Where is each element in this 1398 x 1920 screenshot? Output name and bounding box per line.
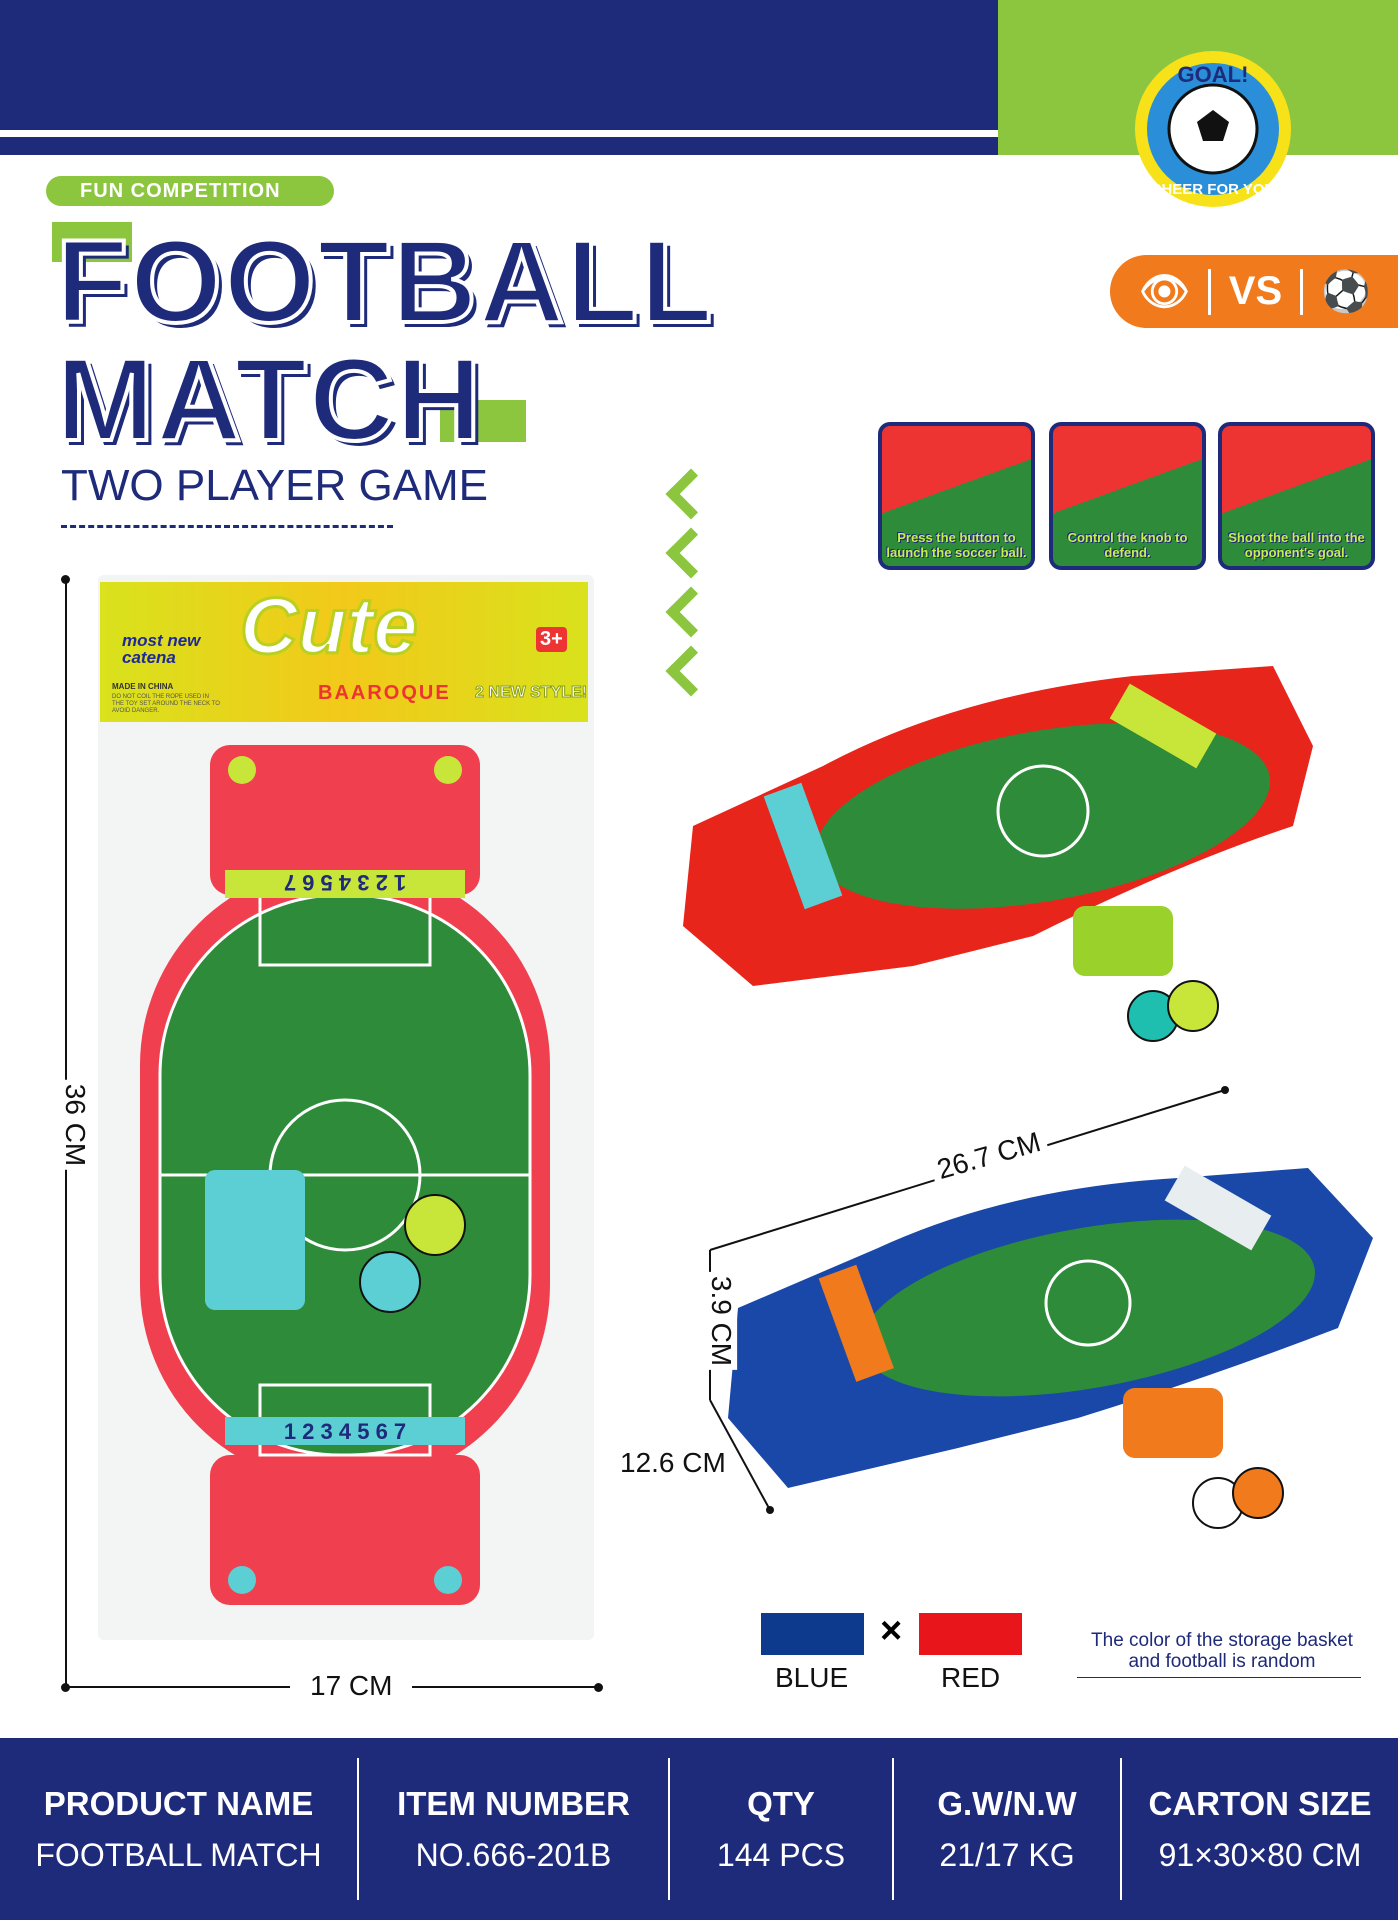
package-header: most new catena Cute BAAROQUE 2 NEW STYL… — [100, 582, 588, 722]
spec-label: ITEM NUMBER — [397, 1784, 630, 1822]
scoreboard-top: 1 2 3 4 5 6 7 — [284, 870, 406, 895]
step-caption: Press the button to launch the soccer ba… — [886, 530, 1027, 560]
blue-game-product — [728, 1165, 1373, 1529]
title-football: FOOTBALL — [54, 216, 715, 348]
eye-icon: 👁 — [1139, 270, 1190, 314]
width-label: 12.6 CM — [620, 1447, 726, 1478]
title-accent — [52, 222, 132, 262]
color-label-blue: BLUE — [775, 1662, 849, 1693]
divider — [892, 1758, 894, 1900]
game-board-top-view: 1 2 3 4 5 6 7 1 2 3 4 5 6 7 — [140, 745, 550, 1605]
color-swatch-blue — [761, 1613, 864, 1655]
chevron-down-icon — [665, 586, 717, 638]
spec-bar: PRODUCT NAME FOOTBALL MATCH ITEM NUMBER NO… — [0, 1738, 1398, 1920]
chevron-down-icon — [665, 527, 717, 579]
spec-value: FOOTBALL MATCH — [35, 1836, 322, 1873]
age-badge: 3+ — [536, 627, 567, 652]
spec-value: 91×30×80 CM — [1158, 1836, 1362, 1873]
note-underline — [1077, 1677, 1361, 1678]
brand-logo: GOAL! CHEER FOR YOU — [1135, 51, 1291, 207]
fun-competition-badge: FUN COMPETITION — [46, 176, 334, 206]
dashed-divider — [61, 525, 393, 528]
divider — [1120, 1758, 1122, 1900]
spec-weight: G.W/N.W 21/17 KG — [894, 1758, 1120, 1900]
package-brand: BAAROQUE — [318, 682, 451, 704]
spec-carton-size: CARTON SIZE 91×30×80 CM — [1122, 1758, 1398, 1900]
dimension-dot — [61, 575, 70, 584]
color-swatch-red — [919, 1613, 1022, 1655]
step-caption: Shoot the ball into the opponent's goal. — [1228, 530, 1365, 560]
spec-label: PRODUCT NAME — [43, 1784, 314, 1822]
package-tagline: most new catena — [122, 631, 201, 667]
spec-label: G.W/N.W — [937, 1784, 1077, 1822]
spec-qty: QTY 144 PCS — [670, 1758, 892, 1900]
color-separator: × — [880, 1610, 903, 1652]
vs-icon: VS — [1228, 269, 1283, 313]
feature-pill: 👁 VS ⚽ — [1110, 255, 1398, 328]
divider — [668, 1758, 670, 1900]
svg-text:GOAL!: GOAL! — [1178, 62, 1249, 87]
spec-label: QTY — [747, 1784, 815, 1822]
color-note: The color of the storage basket and foot… — [1091, 1630, 1353, 1672]
step-card: Shoot the ball into the opponent's goal. — [1218, 422, 1375, 570]
step-card: Control the knob to defend. — [1049, 422, 1206, 570]
subtitle: TWO PLAYER GAME — [61, 461, 489, 510]
separator — [1207, 268, 1211, 315]
spec-item-number: ITEM NUMBER NO.666-201B — [359, 1758, 668, 1900]
package-logo: Cute — [239, 581, 420, 670]
title-accent — [440, 400, 526, 442]
svg-text:CHEER FOR YOU: CHEER FOR YOU — [1151, 181, 1276, 198]
chevron-down-icon — [665, 468, 717, 520]
package-height-label: 36 CM — [55, 1079, 96, 1171]
divider — [357, 1758, 359, 1900]
title-match: MATCH — [54, 334, 484, 466]
package-width-label: 17 CM — [290, 1670, 413, 1702]
warning-text: DO NOT COIL THE ROPE USED IN THE TOY SET… — [112, 694, 220, 714]
dimension-dot — [594, 1683, 603, 1692]
spec-product-name: PRODUCT NAME FOOTBALL MATCH — [0, 1758, 357, 1900]
red-game-product — [683, 666, 1313, 1042]
separator — [1300, 268, 1304, 315]
step-caption: Control the knob to defend. — [1067, 530, 1188, 560]
spec-value: 144 PCS — [716, 1836, 846, 1873]
spec-label: CARTON SIZE — [1148, 1784, 1372, 1822]
soccer-ball-icon: ⚽ — [1321, 270, 1371, 314]
height-label: 3.9 CM — [705, 1271, 738, 1371]
spec-value: NO.666-201B — [415, 1836, 612, 1873]
color-label-red: RED — [941, 1662, 1001, 1693]
step-card: Press the button to launch the soccer ba… — [878, 422, 1035, 570]
spec-value: 21/17 KG — [939, 1836, 1075, 1873]
scoreboard-bottom: 1 2 3 4 5 6 7 — [284, 1419, 406, 1444]
made-in: MADE IN CHINA — [112, 682, 174, 691]
package-style: 2 NEW STYLE! — [474, 684, 588, 702]
